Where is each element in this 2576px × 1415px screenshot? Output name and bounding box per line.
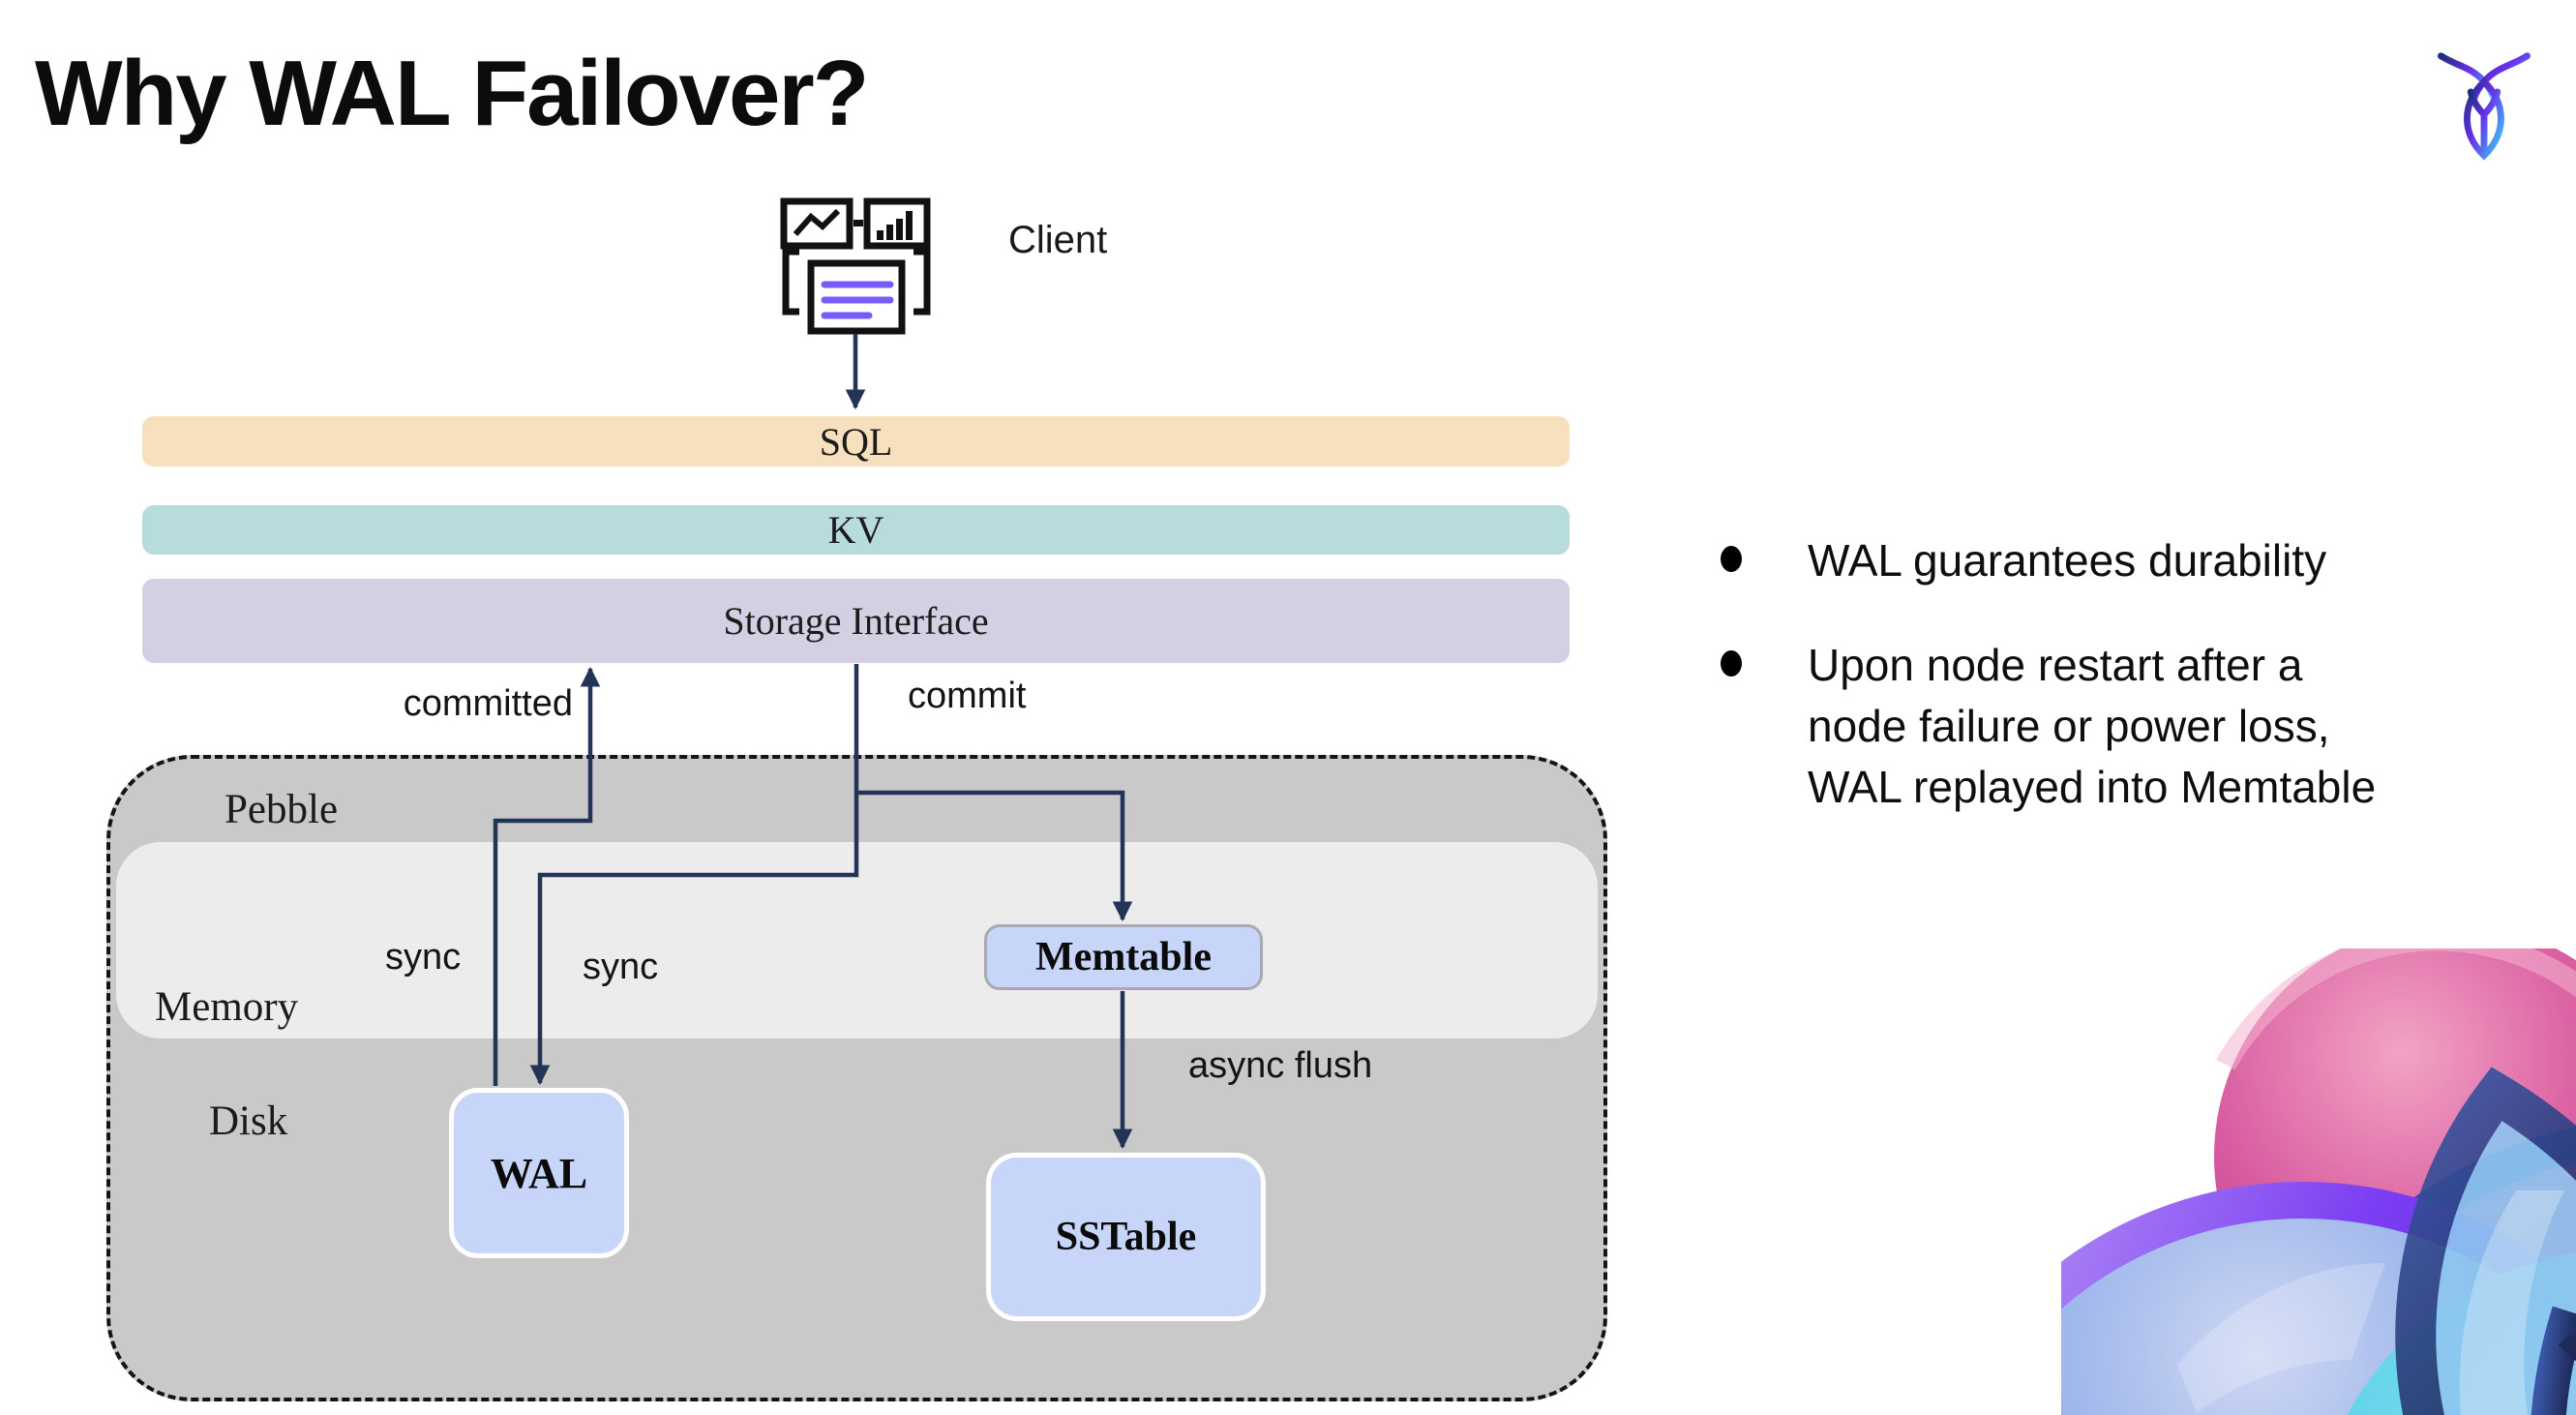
sync-down-edge-label: sync — [583, 947, 659, 987]
client-terminal-icon — [780, 197, 931, 335]
memtable-node: Memtable — [984, 924, 1263, 990]
memory-label: Memory — [155, 984, 299, 1030]
layer-kv: KV — [142, 505, 1570, 555]
bullet-list: WAL guarantees durability Upon node rest… — [1721, 530, 2559, 861]
brand-art — [2061, 948, 2576, 1415]
bullet-item: WAL guarantees durability — [1721, 530, 2559, 591]
layer-storage-interface: Storage Interface — [142, 579, 1570, 663]
sync-up-edge-label: sync — [385, 937, 462, 978]
bullet-item: Upon node restart after a node failure o… — [1721, 635, 2559, 818]
bullet-text: WAL guarantees durability — [1808, 535, 2327, 586]
disk-label: Disk — [209, 1099, 288, 1144]
cockroachdb-logo-icon — [2437, 52, 2531, 161]
layer-storage-interface-label: Storage Interface — [723, 599, 989, 643]
layer-kv-label: KV — [827, 508, 884, 552]
pebble-label: Pebble — [225, 787, 339, 832]
page-title: Why WAL Failover? — [35, 42, 869, 145]
wal-label: WAL — [490, 1149, 588, 1197]
layer-sql: SQL — [142, 416, 1570, 467]
bullet-dot — [1721, 650, 1742, 677]
memory-band — [116, 842, 1598, 1039]
async-flush-edge-label: async flush — [1188, 1045, 1373, 1086]
sstable-label: SSTable — [1055, 1215, 1197, 1259]
bullet-dot — [1721, 546, 1742, 572]
sstable-node: SSTable — [986, 1153, 1266, 1321]
committed-edge-label: committed — [403, 683, 573, 724]
commit-edge-label: commit — [908, 676, 1027, 716]
memtable-label: Memtable — [1035, 935, 1212, 979]
bullet-text: Upon node restart after a node failure o… — [1808, 640, 2377, 812]
client-label: Client — [1008, 219, 1108, 261]
layer-sql-label: SQL — [819, 419, 893, 464]
wal-node: WAL — [449, 1088, 629, 1258]
